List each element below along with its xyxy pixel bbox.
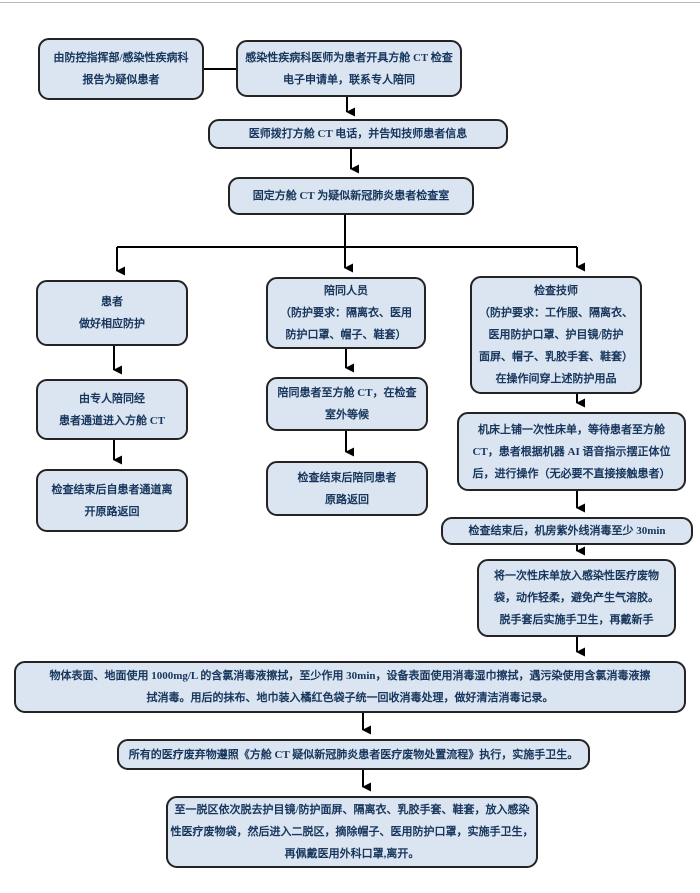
node-text-line: 性医疗废物袋，然后进入二脱区，摘除帽子、医用防护口罩，实施手卫生， [170,826,534,838]
node-text-line: 医师拨打方舱 CT 电话，并告知技师患者信息 [248,128,468,140]
node-text-line: 医用防护口罩、护目镜/防护 [488,329,624,341]
node-text-line: 拭消毒。用后的抹布、地巾装入橘红色袋子统一回收消毒处理，做好清洁消毒记录。 [146,692,554,704]
flow-node-fix-exam-room: 固定方舱 CT 为疑似新冠肺炎患者检查室 [228,177,474,215]
node-text-line: 机床上铺一次性床单，等待患者至方舱 [478,423,665,436]
node-text-line: 防护口罩、帽子、鞋套） [285,329,407,341]
flow-node-sheet-disposal: 将一次性床单放入感染性医疗废物 袋，动作轻柔，避免产生气溶胶。 脱手套后实施手卫… [477,559,676,637]
flow-node-report-suspected: 由防控指挥部/感染性疾病科 报告为疑似患者 [38,38,204,100]
node-text-line: 检查技师 [534,285,578,297]
flow-node-order-ct: 感染性疾病科医师为患者开具方舱 CT 检查 电子申请单，联系专人陪同 [236,40,462,97]
node-text-line: （防护要求：隔离衣、医用 [280,307,412,319]
node-text-line: 再佩戴医用外科口罩,离开。 [284,848,420,860]
node-text-line: 袋，动作轻柔，避免产生气溶胶。 [494,592,659,604]
flow-node-technician-operate: 机床上铺一次性床单，等待患者至方舱 CT，患者根据机器 AI 语音指示摆正体位 … [457,412,686,491]
node-text-line: 在操作间穿上述防护用品 [495,373,617,385]
flow-node-doffing-area: 至一脱区依次脱去护目镜/防护面屏、隔离衣、乳胶手套、鞋套，放入感染 性医疗废物袋… [166,796,538,868]
node-text-line: 室外等候 [325,409,369,421]
flow-node-patient-enter: 由专人陪同经 患者通道进入方舱 CT [36,379,188,440]
flow-node-patient-return: 检查结束后自患者通道离 开原路返回 [36,469,188,532]
node-text-line: 将一次性床单放入感染性医疗废物 [494,570,659,582]
node-text-line: 患者 [101,296,123,308]
node-text-line: 做好相应防护 [79,318,145,330]
node-text-line: 脱手套后实施手卫生，再戴新手 [499,614,654,626]
flow-node-escort-requirements: 陪同人员 （防护要求：隔离衣、医用 防护口罩、帽子、鞋套） [266,277,426,349]
node-text-line: 原路返回 [325,493,369,506]
node-text-line: 固定方舱 CT 为疑似新冠肺炎患者检查室 [252,190,450,202]
flow-node-uv-disinfect: 检查结束后，机房紫外线消毒至少 30min [441,517,693,545]
node-text-line: 检查结束后陪同患者 [297,471,397,484]
node-text-line: 患者通道进入方舱 CT [58,414,166,427]
node-text-line: 陪同人员 [324,285,368,297]
node-text-line: 所有的医疗废弃物遵照《方舱 CT 疑似新冠肺炎患者医疗废物处置流程》执行，实施手… [128,748,579,761]
flow-node-escort-return: 检查结束后陪同患者 原路返回 [266,461,428,516]
node-text-line: 检查结束后自患者通道离 [51,483,173,496]
node-text-line: （防护要求：工作服、隔离衣、 [479,307,633,319]
node-text-line: 物体表面、地面使用 1000mg/L 的含氯消毒液擦拭，至少作用 30min，设… [49,670,651,682]
node-text-line: 至一脱区依次脱去护目镜/防护面屏、隔离衣、乳胶手套、鞋套，放入感染 [174,804,530,816]
node-text-line: 开原路返回 [84,505,140,518]
node-text-line: 感染性疾病科医师为患者开具方舱 CT 检查 [245,51,453,64]
flow-node-technician-ppe: 检查技师 （防护要求：工作服、隔离衣、 医用防护口罩、护目镜/防护 面屏、帽子、… [470,276,642,394]
flow-node-surface-disinfection: 物体表面、地面使用 1000mg/L 的含氯消毒液擦拭，至少作用 30min，设… [14,661,686,713]
node-text-line: CT，患者根据机器 AI 语音指示摆正体位 [472,445,671,458]
node-text-line: 电子申请单，联系专人陪同 [283,73,415,86]
flow-node-call-technician: 医师拨打方舱 CT 电话，并告知技师患者信息 [208,119,508,149]
node-text-line: 由专人陪同经 [79,392,145,405]
node-text-line: 检查结束后，机房紫外线消毒至少 30min [468,525,666,537]
flow-node-escort-wait: 陪同患者至方舱 CT，在检查 室外等候 [266,377,428,431]
node-text-line: 报告为疑似患者 [82,74,160,86]
flow-node-patient-protection: 患者 做好相应防护 [36,280,188,346]
node-text-line: 面屏、帽子、乳胶手套、鞋套） [479,351,633,363]
top-divider [0,2,700,3]
node-text-line: 由防控指挥部/感染性疾病科 [53,52,189,64]
node-text-line: 陪同患者至方舱 CT，在检查 [277,387,417,399]
flow-node-medical-waste: 所有的医疗废弃物遵照《方舱 CT 疑似新冠肺炎患者医疗废物处置流程》执行，实施手… [117,739,590,770]
node-text-line: 后，进行操作（无必要不直接接触患者） [472,467,671,480]
